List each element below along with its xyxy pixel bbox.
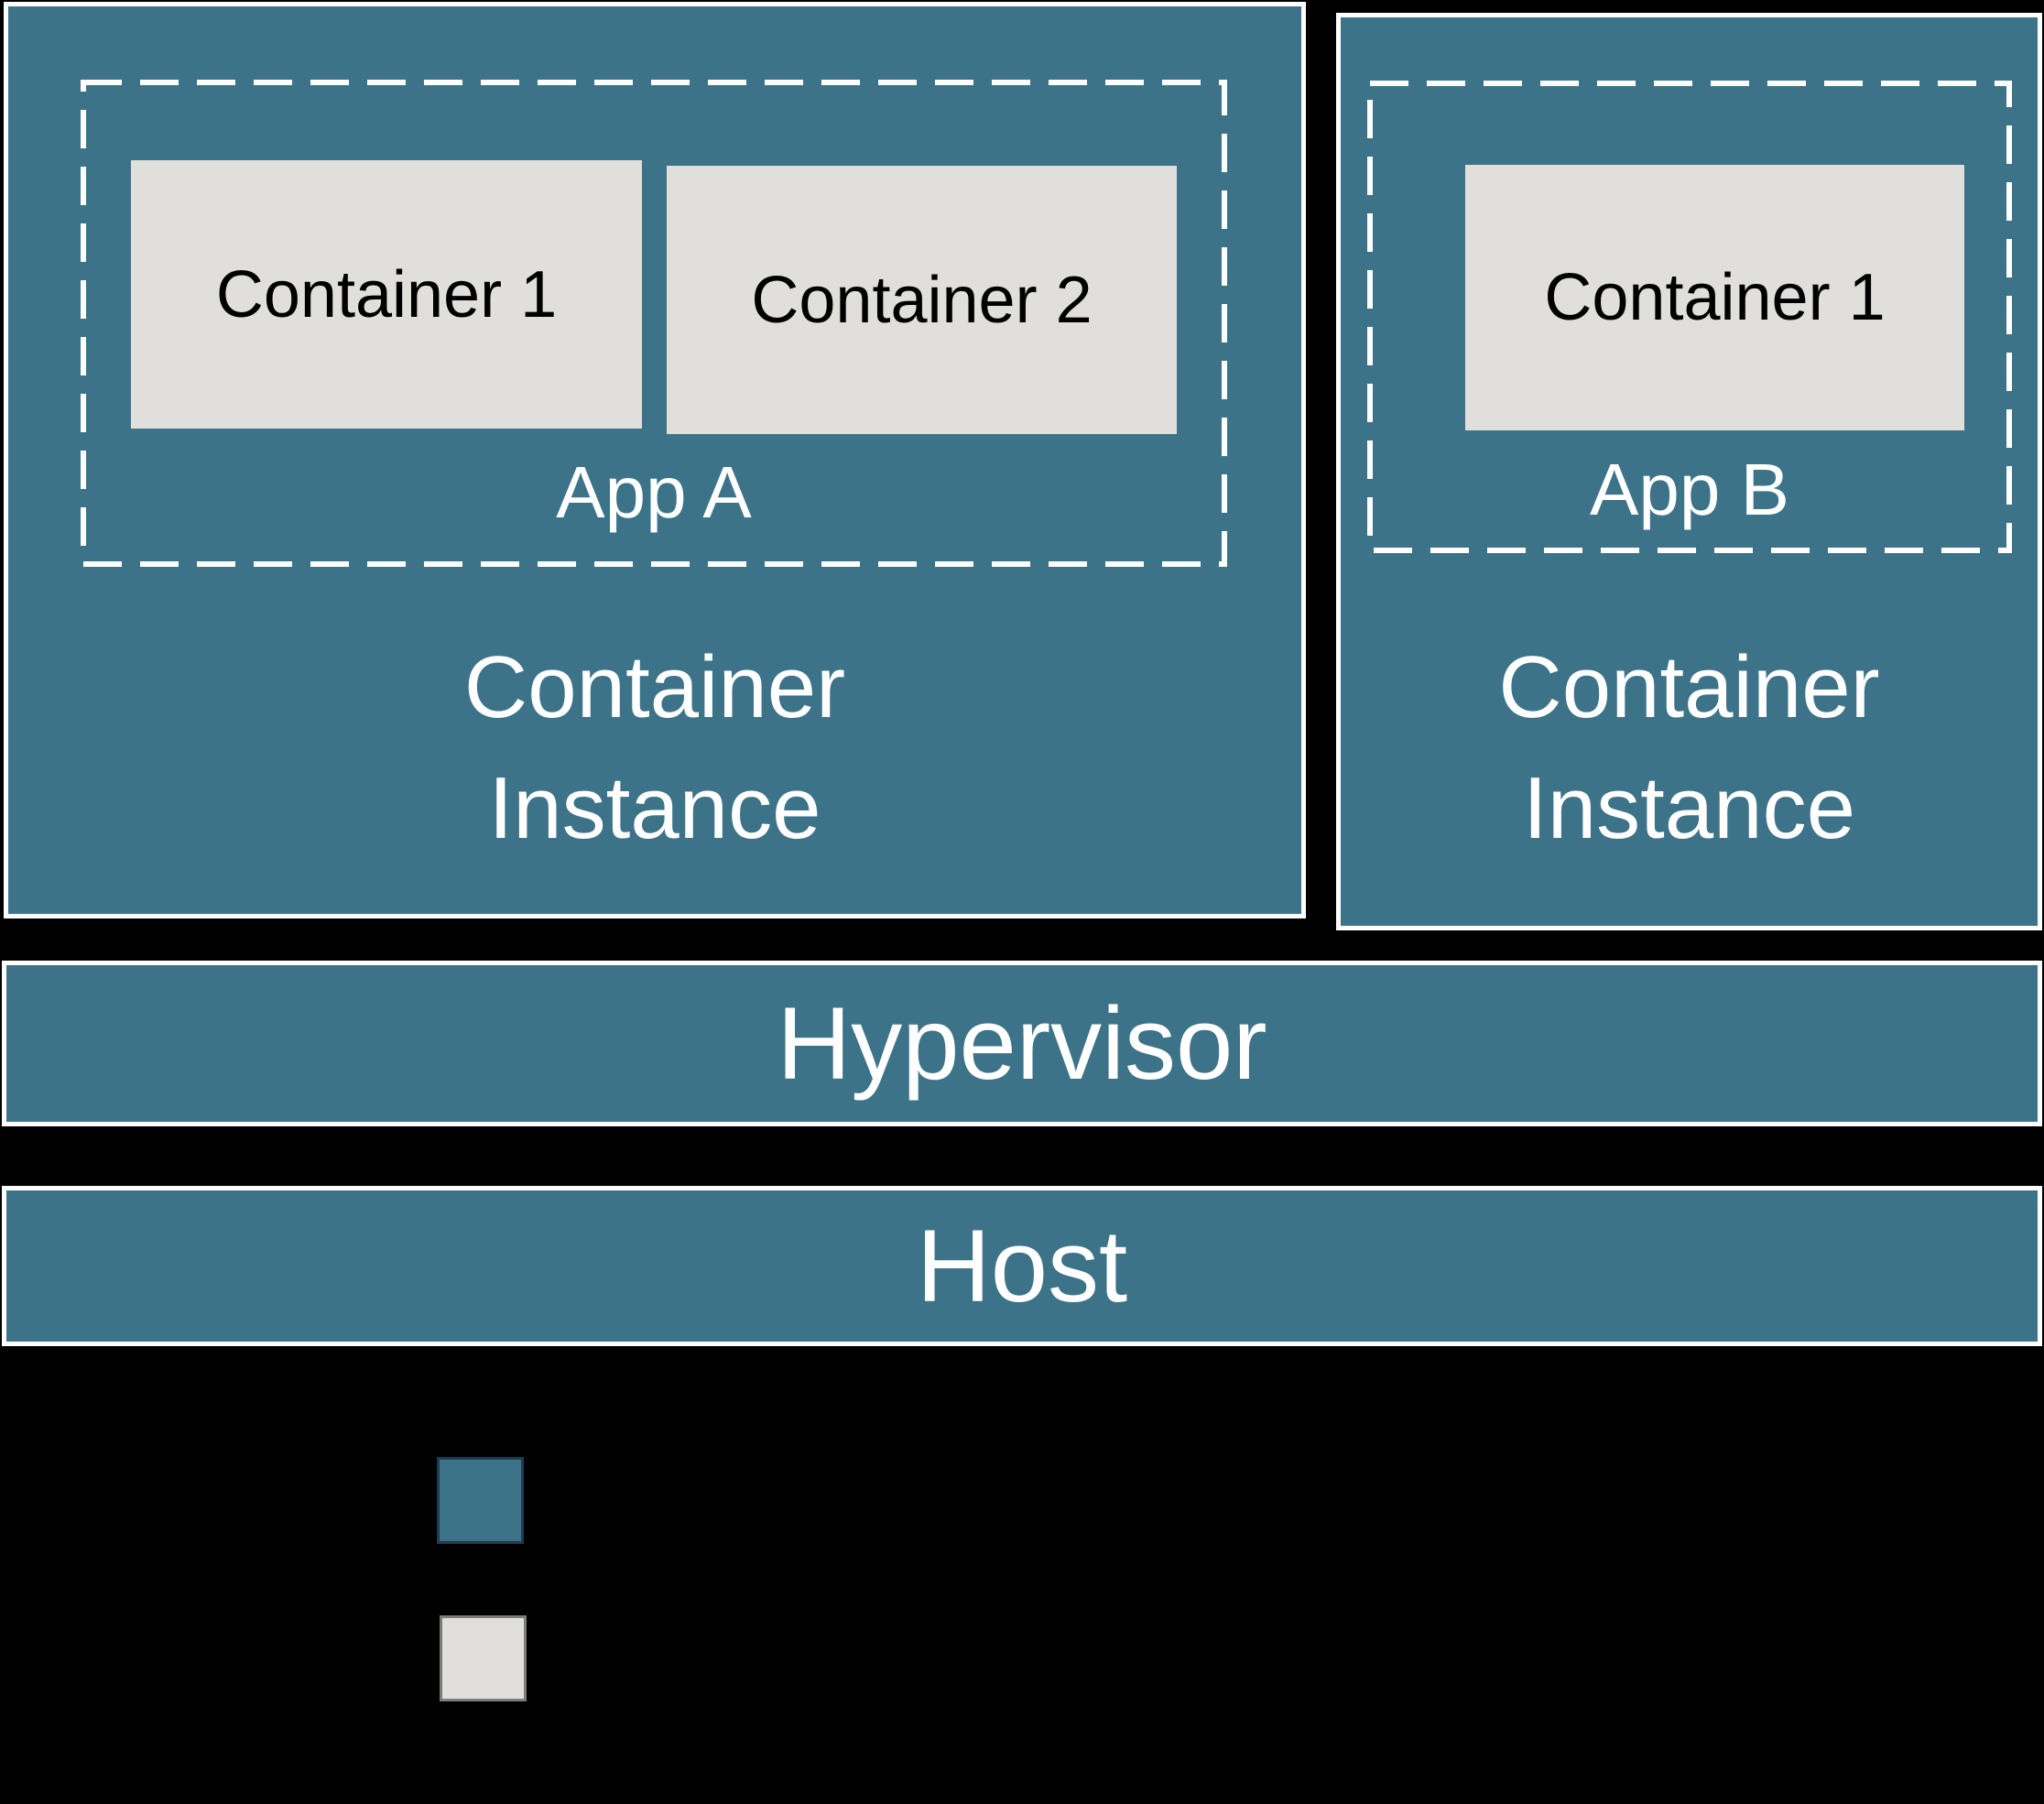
container-box-label: Container 1 — [215, 257, 558, 331]
container-instance-label-a: Container Instance — [8, 627, 1301, 870]
legend-container-instance-swatch — [437, 1457, 524, 1544]
app-a-label: App A — [556, 451, 752, 533]
instance-label-line: Instance — [1523, 759, 1855, 858]
container-box-a1: Container 1 — [131, 160, 642, 429]
container-box-label: Container 2 — [751, 263, 1093, 337]
instance-label-line: Container — [463, 638, 846, 736]
app-b-label: App B — [1590, 449, 1789, 530]
host-label: Host — [916, 1208, 1128, 1323]
instance-label-line: Instance — [488, 759, 821, 858]
legend-container-swatch — [440, 1615, 527, 1701]
instance-label-line: Container — [1498, 638, 1880, 736]
container-box-label: Container 1 — [1544, 261, 1886, 334]
hypervisor-bar: Hypervisor — [2, 961, 2042, 1126]
container-box-b1: Container 1 — [1465, 165, 1964, 430]
hypervisor-label: Hypervisor — [777, 985, 1267, 1101]
container-instance-label-b: Container Instance — [1341, 627, 2038, 870]
host-bar: Host — [2, 1186, 2042, 1346]
container-box-a2: Container 2 — [667, 166, 1177, 434]
